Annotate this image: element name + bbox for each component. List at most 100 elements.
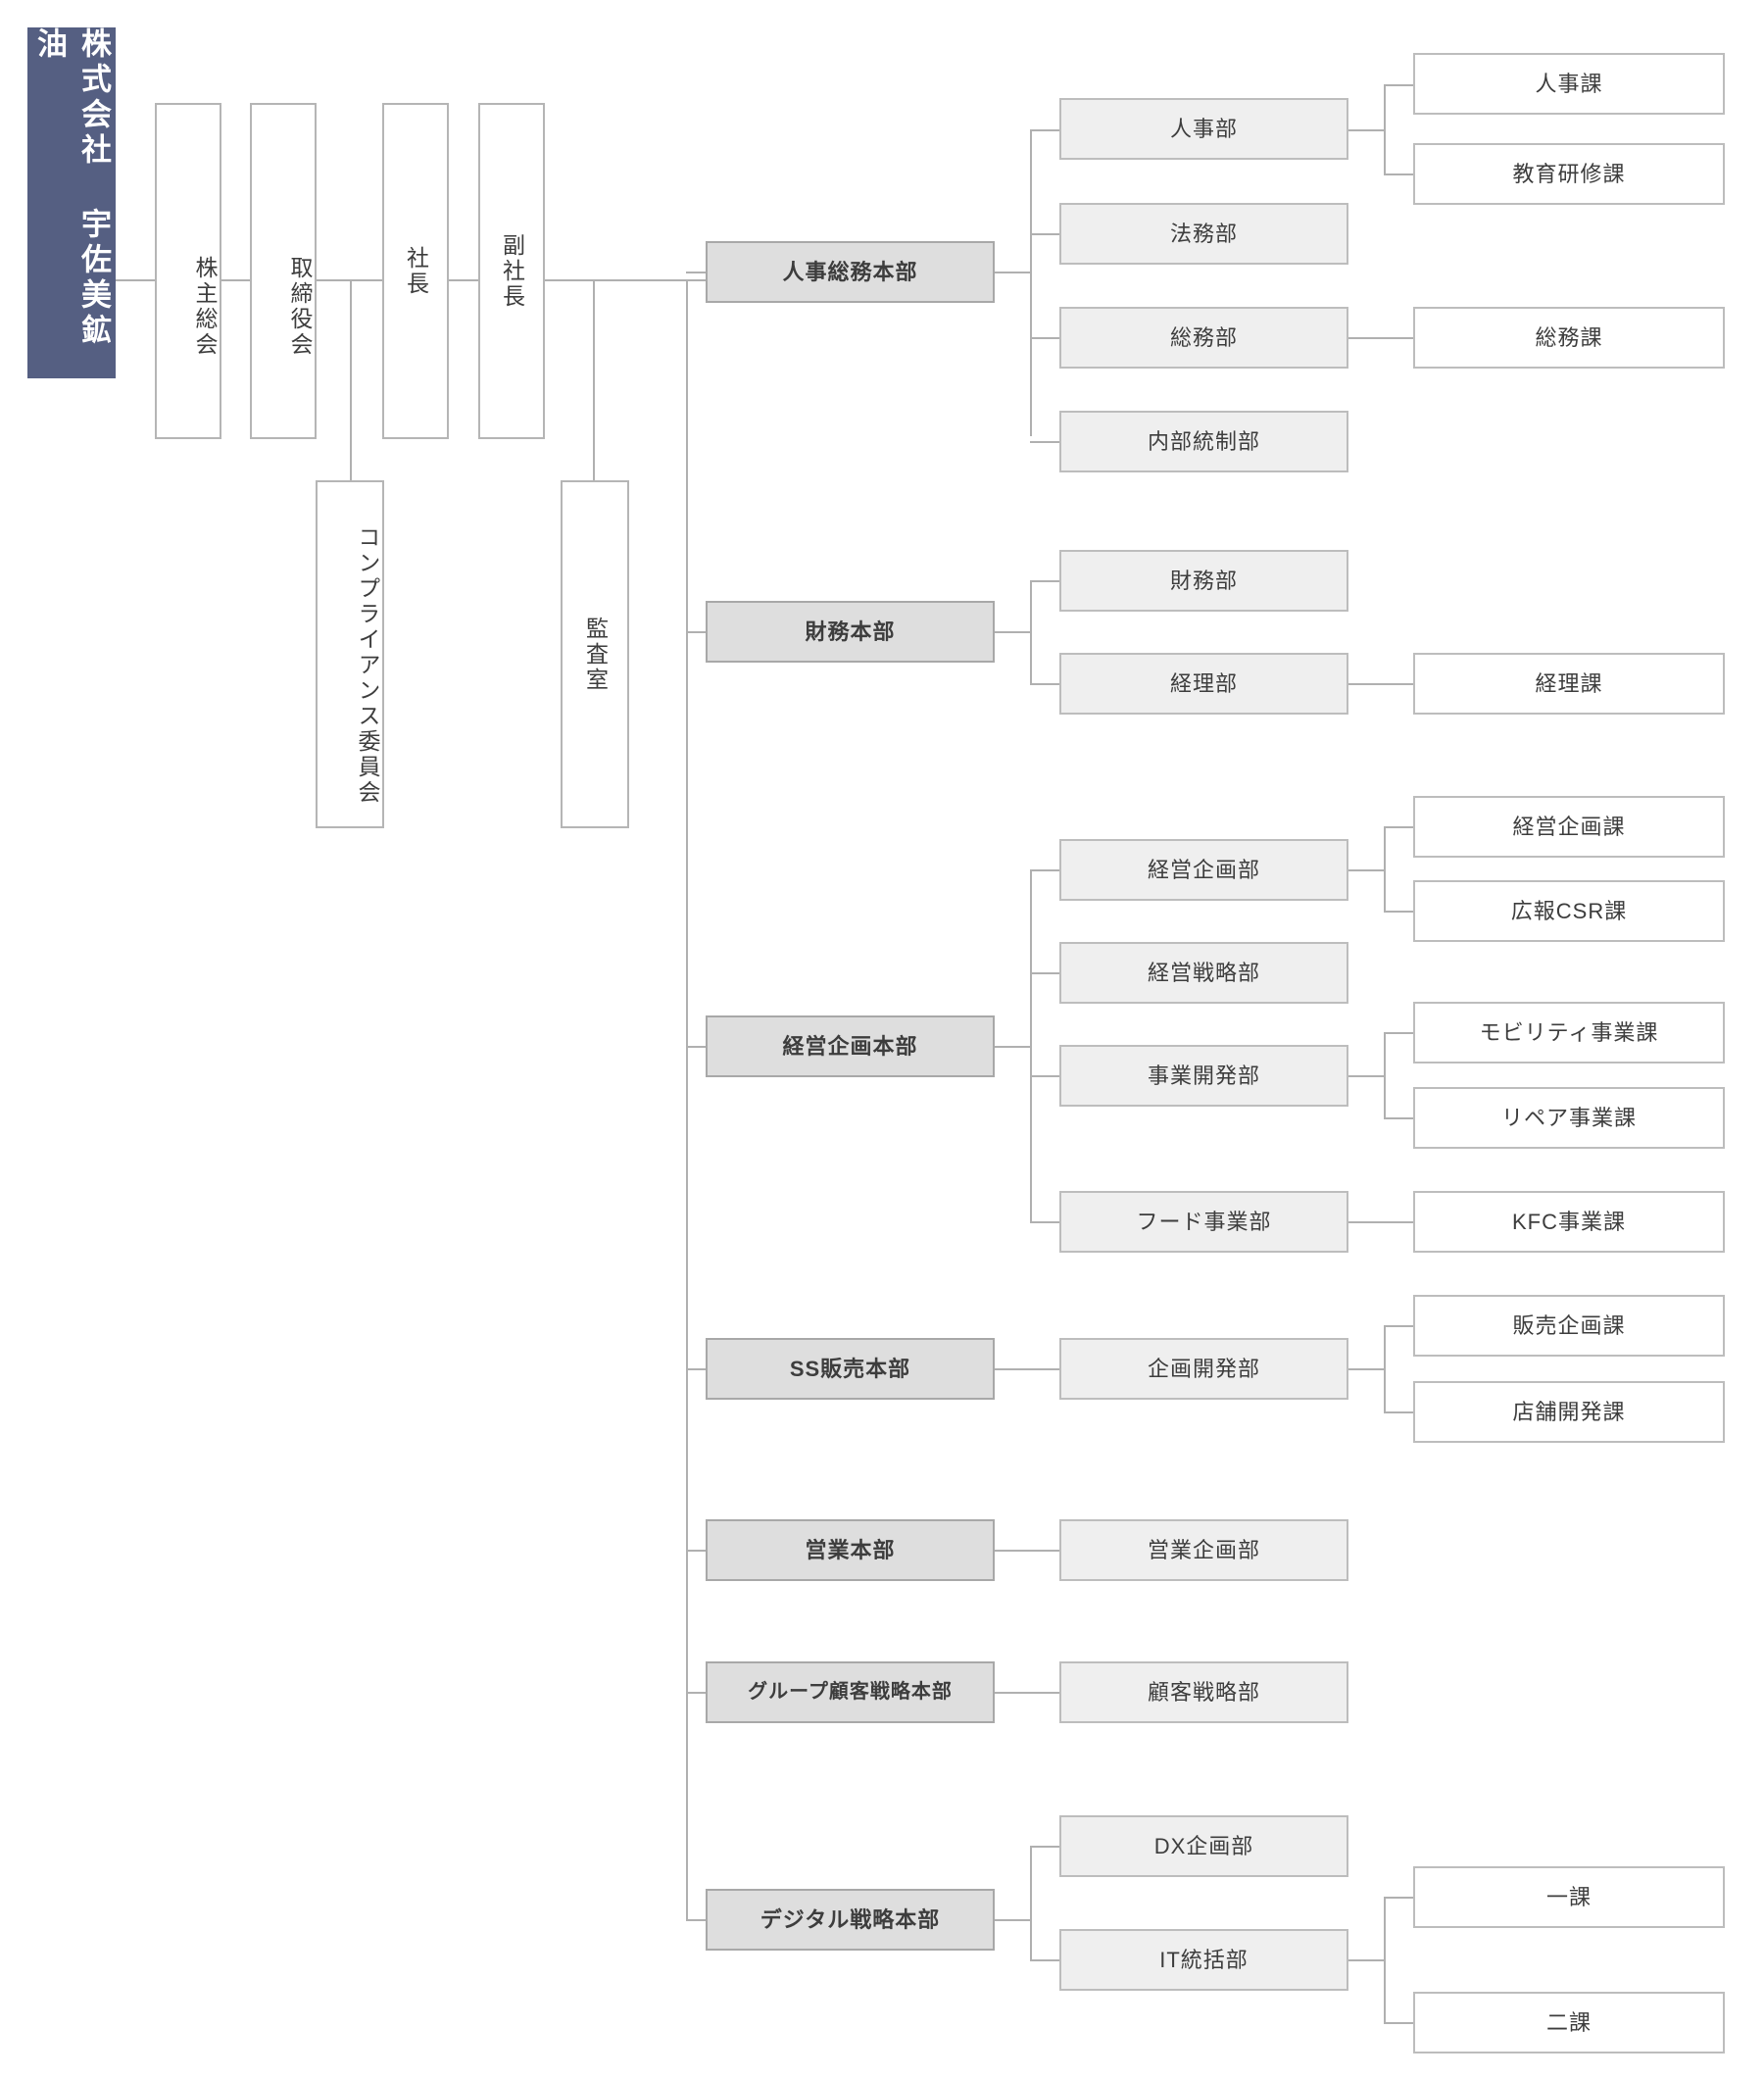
governance-box-president[interactable]: 社長 <box>382 103 449 439</box>
division-box-2[interactable]: 経営企画本部 <box>706 1015 995 1077</box>
department-box-4-0[interactable]: 営業企画部 <box>1059 1519 1348 1581</box>
connector-dept-2-2-sec-1 <box>1384 1117 1415 1119</box>
connector-trunk-to-division-2 <box>686 1046 708 1048</box>
section-box-6-1-0[interactable]: 一課 <box>1413 1866 1725 1928</box>
connector-trunk-to-division-0 <box>686 272 708 273</box>
connector-division-2-stub <box>995 1046 1032 1048</box>
department-box-0-0[interactable]: 人事部 <box>1059 98 1348 160</box>
connector-vicepresident-to-trunk <box>544 279 707 281</box>
connector-dept-0-0-stub <box>1348 129 1386 131</box>
section-box-3-0-1[interactable]: 店舗開発課 <box>1413 1381 1725 1443</box>
governance-box-shareholders-meeting[interactable]: 株主総会 <box>155 103 221 439</box>
department-box-5-0[interactable]: 顧客戦略部 <box>1059 1661 1348 1723</box>
connector-division-6-stub <box>995 1919 1032 1921</box>
connector-dept-0-0-sec-0 <box>1384 84 1415 86</box>
division-box-3[interactable]: SS販売本部 <box>706 1338 995 1400</box>
connector-trunk-to-division-3 <box>686 1368 708 1370</box>
connector-dept-3-0-sec-1 <box>1384 1411 1415 1413</box>
governance-box-audit-office[interactable]: 監査室 <box>561 480 629 828</box>
connector-dept-2-2-stub <box>1348 1075 1386 1077</box>
section-box-2-0-1[interactable]: 広報CSR課 <box>1413 880 1725 942</box>
connector-division-1-dept-1 <box>1030 683 1061 685</box>
connector-division-2-dept-0 <box>1030 869 1061 871</box>
department-box-6-0[interactable]: DX企画部 <box>1059 1815 1348 1877</box>
department-box-1-0[interactable]: 財務部 <box>1059 550 1348 612</box>
connector-shareholders-to-board <box>220 279 252 281</box>
division-0-spine <box>1030 129 1032 436</box>
connector-dept-0-2-sec-0 <box>1348 337 1415 339</box>
connector-division-4-dept-0 <box>995 1550 1061 1552</box>
connector-dept-2-3-sec-0 <box>1348 1221 1415 1223</box>
department-box-2-1[interactable]: 経営戦略部 <box>1059 942 1348 1004</box>
connector-division-6-dept-0 <box>1030 1846 1061 1848</box>
governance-box-board-of-directors[interactable]: 取締役会 <box>250 103 317 439</box>
section-box-0-2-0[interactable]: 総務課 <box>1413 307 1725 369</box>
section-box-3-0-0[interactable]: 販売企画課 <box>1413 1295 1725 1357</box>
section-box-2-3-0[interactable]: KFC事業課 <box>1413 1191 1725 1253</box>
connector-dept-0-0-sec-1 <box>1384 173 1415 175</box>
section-box-0-0-0[interactable]: 人事課 <box>1413 53 1725 115</box>
connector-division-3-dept-0 <box>995 1368 1061 1370</box>
division-box-6[interactable]: デジタル戦略本部 <box>706 1889 995 1951</box>
connector-dept-6-1-sec-1 <box>1384 2022 1415 2024</box>
connector-trunk-to-division-4 <box>686 1550 708 1552</box>
connector-division-1-stub <box>995 631 1032 633</box>
connector-dept-1-1-sec-0 <box>1348 683 1415 685</box>
company-name-banner: 株式会社 宇佐美鉱油 <box>27 27 116 378</box>
section-box-2-2-0[interactable]: モビリティ事業課 <box>1413 1002 1725 1064</box>
connector-division-2-dept-3 <box>1030 1221 1061 1223</box>
connector-division-5-dept-0 <box>995 1692 1061 1694</box>
dept-3-0-spine <box>1384 1325 1386 1413</box>
connector-dept-2-0-sec-1 <box>1384 911 1415 913</box>
connector-division-1-dept-0 <box>1030 580 1061 582</box>
governance-box-vice-president[interactable]: 副社長 <box>478 103 545 439</box>
department-box-2-0[interactable]: 経営企画部 <box>1059 839 1348 901</box>
connector-company-to-shareholders <box>116 279 157 281</box>
connector-vicepresident-to-audit <box>593 279 595 480</box>
main-trunk-line <box>686 279 688 1921</box>
division-box-1[interactable]: 財務本部 <box>706 601 995 663</box>
connector-dept-3-0-stub <box>1348 1368 1386 1370</box>
section-box-2-0-0[interactable]: 経営企画課 <box>1413 796 1725 858</box>
connector-dept-2-2-sec-0 <box>1384 1032 1415 1034</box>
connector-president-to-vicepresident <box>449 279 480 281</box>
division-box-5[interactable]: グループ顧客戦略本部 <box>706 1661 995 1723</box>
section-box-1-1-0[interactable]: 経理課 <box>1413 653 1725 715</box>
division-2-spine <box>1030 869 1032 1221</box>
connector-division-0-dept-2 <box>1030 337 1061 339</box>
connector-trunk-to-division-5 <box>686 1692 708 1694</box>
connector-division-0-dept-0 <box>1030 129 1061 131</box>
connector-division-6-dept-1 <box>1030 1959 1061 1961</box>
connector-dept-2-0-sec-0 <box>1384 826 1415 828</box>
department-box-6-1[interactable]: IT統括部 <box>1059 1929 1348 1991</box>
department-box-3-0[interactable]: 企画開発部 <box>1059 1338 1348 1400</box>
connector-trunk-to-division-1 <box>686 631 708 633</box>
connector-dept-6-1-stub <box>1348 1959 1386 1961</box>
section-box-2-2-1[interactable]: リペア事業課 <box>1413 1087 1725 1149</box>
dept-0-0-spine <box>1384 84 1386 174</box>
connector-division-0-stub <box>995 272 1032 273</box>
dept-2-0-spine <box>1384 826 1386 913</box>
section-box-6-1-1[interactable]: 二課 <box>1413 1992 1725 2053</box>
department-box-0-3[interactable]: 内部統制部 <box>1059 411 1348 472</box>
division-box-4[interactable]: 営業本部 <box>706 1519 995 1581</box>
governance-box-compliance-committee[interactable]: コンプライアンス委員会 <box>316 480 384 828</box>
department-box-0-2[interactable]: 総務部 <box>1059 307 1348 369</box>
department-box-1-1[interactable]: 経理部 <box>1059 653 1348 715</box>
section-box-0-0-1[interactable]: 教育研修課 <box>1413 143 1725 205</box>
department-box-0-1[interactable]: 法務部 <box>1059 203 1348 265</box>
division-1-spine <box>1030 580 1032 683</box>
connector-dept-2-0-stub <box>1348 869 1386 871</box>
division-6-spine <box>1030 1846 1032 1960</box>
department-box-2-3[interactable]: フード事業部 <box>1059 1191 1348 1253</box>
dept-2-2-spine <box>1384 1032 1386 1119</box>
department-box-2-2[interactable]: 事業開発部 <box>1059 1045 1348 1107</box>
connector-division-2-dept-1 <box>1030 972 1061 974</box>
division-box-0[interactable]: 人事総務本部 <box>706 241 995 303</box>
dept-6-1-spine <box>1384 1897 1386 2024</box>
connector-board-to-compliance <box>350 279 352 480</box>
connector-division-0-dept-1 <box>1030 233 1061 235</box>
connector-dept-3-0-sec-0 <box>1384 1325 1415 1327</box>
connector-division-0-dept-3 <box>1030 441 1061 443</box>
